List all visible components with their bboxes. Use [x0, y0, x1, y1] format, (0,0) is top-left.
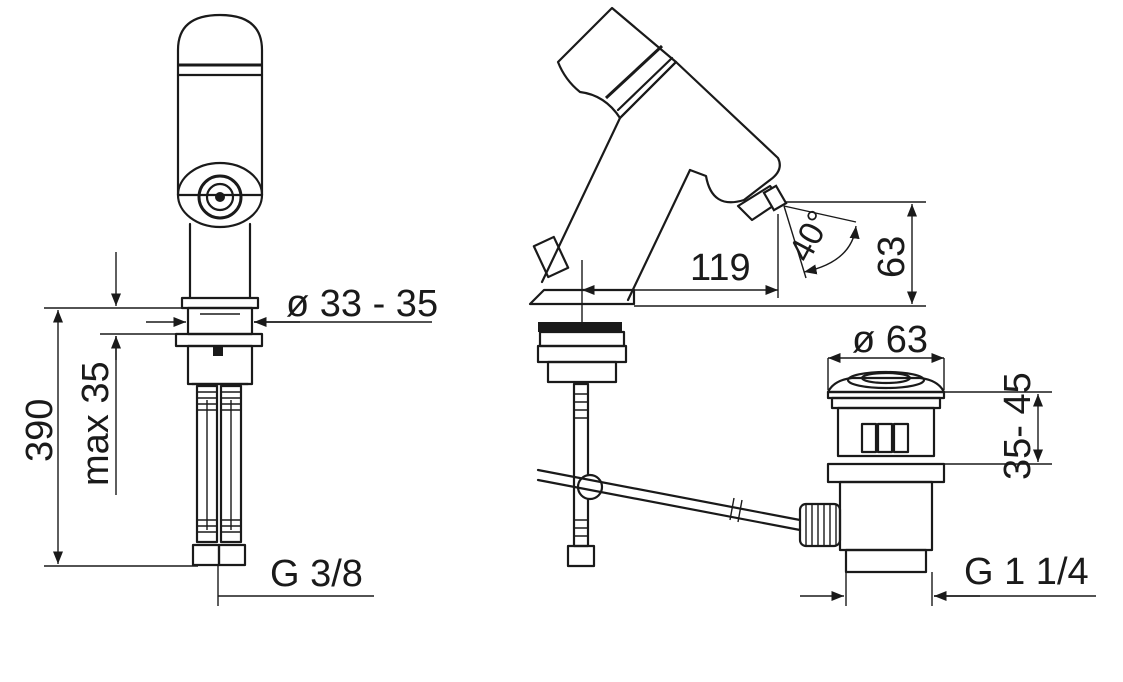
label-waste-range: 35- 45	[997, 372, 1039, 480]
waste-fitting	[826, 370, 946, 574]
label-dia-valve: ø 33 - 35	[286, 283, 438, 325]
front-view	[44, 13, 432, 606]
supply-hoses	[191, 384, 247, 567]
label-reach: 119	[690, 247, 751, 289]
label-height-total: 390	[19, 399, 61, 462]
side-view	[528, 6, 1096, 606]
label-spout-height: 63	[871, 236, 913, 278]
label-dia-waste: ø 63	[852, 319, 928, 361]
label-thread-supply: G 3/8	[270, 553, 363, 595]
label-angle: 40°	[782, 205, 840, 268]
label-thread-waste: G 1 1/4	[964, 551, 1089, 593]
label-max-thickness: max 35	[75, 361, 117, 486]
waste-knob	[798, 502, 842, 548]
